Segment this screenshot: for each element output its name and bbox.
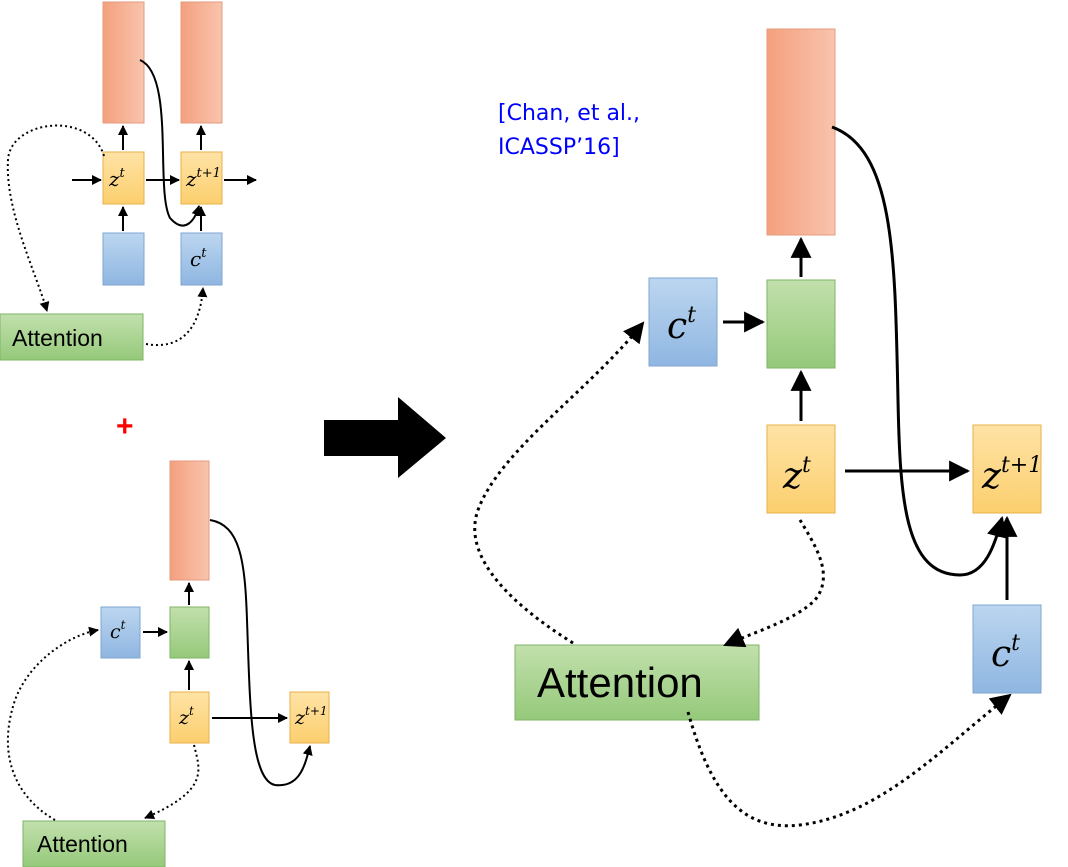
svg-text:ct: ct	[667, 303, 696, 347]
svg-text:zt+1: zt+1	[185, 166, 221, 191]
context-sup: t	[1011, 631, 1020, 656]
state-box-current	[766, 424, 836, 514]
feedback-arrow	[831, 125, 1008, 577]
context-sup: t	[121, 618, 126, 632]
dotted-arrow	[6, 626, 99, 821]
svg-text:zt+1: zt+1	[981, 453, 1042, 497]
state-box-current	[102, 151, 145, 205]
state-sup: t	[189, 704, 194, 718]
output-block-2	[180, 1, 223, 124]
state-letter: z	[185, 167, 197, 191]
dotted-arrow	[686, 693, 1012, 828]
svg-text:zt: zt	[178, 704, 194, 729]
citation-line-2: ICASSP’16]	[498, 135, 620, 160]
attention-box	[0, 313, 144, 361]
context-sup: t	[201, 246, 207, 261]
context-letter: c	[190, 247, 201, 271]
state-sup: t+1	[1001, 453, 1042, 478]
context-box	[100, 606, 141, 659]
context-box-bottom	[972, 604, 1042, 694]
attention-label: Attention	[37, 831, 128, 857]
top-left-diagram: zt zt+1 ct Attention	[0, 1, 257, 361]
plus-sign: +	[116, 410, 134, 443]
svg-text:zt: zt	[782, 453, 811, 497]
state-sup: t+1	[305, 704, 328, 718]
svg-text:ct: ct	[190, 246, 207, 271]
attention-label: Attention	[537, 659, 703, 706]
dotted-arrow	[145, 287, 208, 346]
decoder-block	[766, 279, 836, 369]
input-block	[102, 232, 145, 286]
state-letter: z	[981, 456, 1002, 497]
attention-label: Attention	[12, 325, 103, 351]
state-letter: z	[294, 707, 306, 729]
context-letter: c	[991, 634, 1011, 675]
dotted-arrow	[144, 744, 200, 820]
svg-text:zt+1: zt+1	[294, 704, 328, 729]
state-sup: t	[802, 453, 811, 478]
decoder-block	[169, 606, 210, 659]
bottom-left-diagram: ct zt zt+1 Attention	[6, 460, 330, 867]
state-letter: z	[782, 456, 803, 497]
context-letter: c	[110, 621, 121, 643]
output-block	[169, 460, 210, 581]
dotted-arrow	[473, 321, 645, 645]
svg-text:ct: ct	[110, 618, 126, 643]
citation: [Chan, et al., ICASSP’16]	[498, 97, 640, 165]
state-letter: z	[178, 707, 190, 729]
dotted-arrow	[723, 519, 825, 648]
feedback-arrow	[139, 59, 202, 227]
feedback-arrow	[209, 519, 313, 787]
context-sup: t	[687, 303, 696, 328]
context-box-top	[648, 277, 718, 367]
svg-text:zt: zt	[108, 166, 126, 191]
dotted-arrow	[6, 124, 105, 312]
output-block-1	[102, 1, 145, 124]
citation-line-1: [Chan, et al.,	[498, 101, 641, 126]
transition-arrow-icon	[324, 397, 446, 478]
state-box-next	[972, 424, 1042, 514]
state-sup: t+1	[197, 166, 221, 181]
state-box-next	[289, 691, 330, 744]
state-letter: z	[108, 167, 120, 191]
state-sup: t	[120, 166, 126, 181]
output-block	[766, 28, 836, 236]
right-diagram: ct zt zt+1 ct Attention	[473, 28, 1042, 828]
context-box	[180, 232, 223, 286]
svg-text:ct: ct	[991, 631, 1020, 675]
attention-box	[514, 644, 760, 721]
context-letter: c	[667, 306, 687, 347]
state-box-next	[180, 151, 223, 205]
state-box-current	[169, 691, 210, 744]
attention-box	[22, 820, 166, 867]
